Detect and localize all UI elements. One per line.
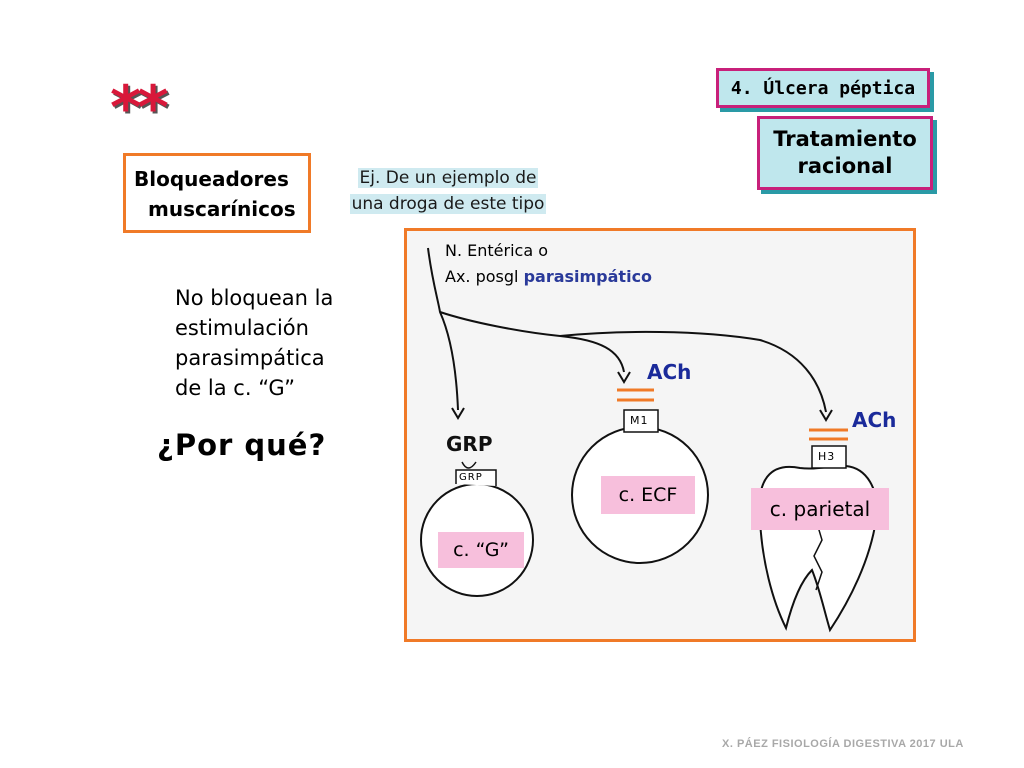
tratamiento-box: Tratamiento racional [757, 116, 933, 190]
statement-text: No bloquean la estimulación parasimpátic… [175, 283, 375, 403]
question-text: ¿Por qué? [157, 428, 327, 462]
parietal-canaliculus [813, 519, 823, 591]
statement-line4: de la c. “G” [175, 376, 296, 400]
m1-receptor-text: M1 [630, 414, 649, 427]
double-asterisk-mark: ** [110, 73, 169, 143]
tratamiento-line2: racional [797, 154, 893, 178]
h3-receptor-text: H3 [818, 450, 836, 463]
nerve-label: N. Entérica o Ax. posgl parasimpático [445, 238, 652, 290]
terminal-g [451, 407, 465, 420]
nerve-label-line2: Ax. posgl [445, 267, 524, 286]
section-title-box: 4. Úlcera péptica [716, 68, 930, 108]
statement-line3: parasimpática [175, 346, 325, 370]
ach-label-parietal: ACh [852, 408, 897, 432]
grp-receptor-text: GRP [459, 472, 483, 483]
bloqueadores-line1: Bloqueadores [134, 167, 289, 191]
grp-receptor-bump [455, 469, 497, 486]
example-line2: una droga de este tipo [349, 194, 547, 214]
nerve-label-highlight: parasimpático [523, 267, 653, 286]
terminal-ecf [617, 371, 631, 384]
footer-credit: X. PÁEZ FISIOLOGÍA DIGESTIVA 2017 ULA [722, 738, 964, 750]
terminal-parietal [819, 409, 833, 422]
statement-line2: estimulación [175, 316, 309, 340]
cell-ecf-label: c. ECF [601, 476, 695, 514]
example-line1: Ej. De un ejemplo de [357, 168, 539, 188]
bloqueadores-line2: muscarínicos [148, 197, 296, 221]
statement-line1: No bloquean la [175, 286, 334, 310]
nerve-label-line1: N. Entérica o [445, 241, 549, 260]
m1-receptor-box [623, 409, 659, 433]
example-prompt: Ej. De un ejemplo de una droga de este t… [318, 165, 578, 217]
cell-g-label: c. “G” [438, 532, 524, 568]
bloqueadores-box: Bloqueadores muscarínicos [123, 153, 311, 233]
grp-label: GRP [446, 432, 493, 456]
h3-receptor-box [811, 445, 847, 469]
nerve-branch-parietal [559, 330, 827, 413]
cell-parietal-label: c. parietal [751, 488, 889, 530]
ach-label-ecf: ACh [647, 360, 692, 384]
nerve-branch-ecf [439, 311, 625, 373]
section-title: 4. Úlcera péptica [730, 77, 916, 99]
grp-receptor-cup [461, 461, 477, 469]
tratamiento-line1: Tratamiento [773, 127, 917, 151]
